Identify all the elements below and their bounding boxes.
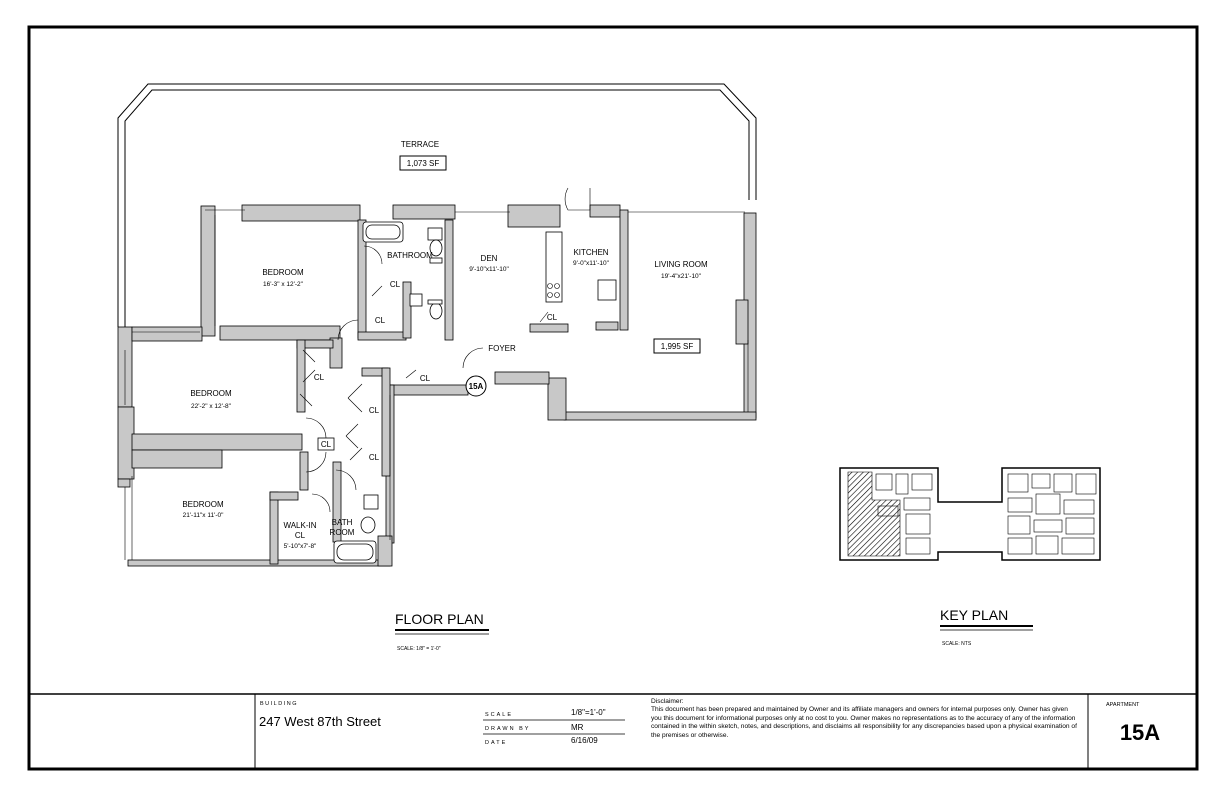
toilet-icon xyxy=(429,239,443,257)
date-value: 6/16/09 xyxy=(571,736,598,745)
drawn-by-value: MR xyxy=(571,723,584,732)
kitchen-label: KITCHEN xyxy=(573,248,608,257)
interior-area: 1,995 SF xyxy=(661,342,694,351)
door-swings xyxy=(299,187,591,513)
room-labels: BEDROOM 16'-3" x 12'-2" BATHROOM DEN 9'-… xyxy=(182,248,708,550)
walkin-label-1: WALK-IN xyxy=(283,521,316,530)
closet-label: CL xyxy=(369,453,380,462)
unit-tag: 15A xyxy=(469,382,484,391)
fixtures xyxy=(317,221,617,564)
bathroom-label: BATHROOM xyxy=(387,251,433,260)
floor-plan-scale: SCALE: 1/8" = 1'-0" xyxy=(397,646,441,652)
title-block: BUILDING 247 West 87th Street SCALE 1/8"… xyxy=(29,693,1197,769)
bedroom3-dims: 21'-11"x 11'-0" xyxy=(183,512,225,519)
bedroom3-label: BEDROOM xyxy=(182,500,224,509)
floor-plan-title: FLOOR PLAN xyxy=(395,611,484,627)
terrace-outline xyxy=(117,83,757,327)
den-label: DEN xyxy=(481,254,498,263)
refrigerator-icon xyxy=(597,279,617,301)
building-label: BUILDING xyxy=(260,701,298,707)
closet-labels: CL CL CL CL CL CL CL CL xyxy=(314,280,558,462)
closet-label: CL xyxy=(420,374,431,383)
living-room-label: LIVING ROOM xyxy=(654,260,708,269)
scale-value: 1/8"=1'-0" xyxy=(571,708,606,717)
key-plan-unit-highlight xyxy=(847,471,901,557)
closet-label: CL xyxy=(390,280,401,289)
key-plan-title: KEY PLAN xyxy=(940,607,1008,623)
bedroom1-label: BEDROOM xyxy=(262,268,304,277)
living-room-dims: 19'-4"x21'-10" xyxy=(661,273,702,280)
date-label: DATE xyxy=(485,740,507,746)
drawn-by-label: DRAWN BY xyxy=(485,726,530,732)
bath2-label-2: ROOM xyxy=(330,528,355,537)
walkin-dims: 5'-10"x7'-8" xyxy=(284,543,317,550)
disclaimer: Disclaimer: This document has been prepa… xyxy=(651,698,1079,740)
key-plan-drawing xyxy=(839,467,1101,561)
apartment-value: 15A xyxy=(1120,720,1160,745)
closet-label: CL xyxy=(375,316,386,325)
closet-label: CL xyxy=(321,440,332,449)
foyer-label: FOYER xyxy=(488,344,516,353)
disclaimer-title: Disclaimer: xyxy=(651,698,684,705)
key-plan-scale: SCALE: NTS xyxy=(942,641,972,647)
interior-area-box xyxy=(653,338,701,354)
closet-label: CL xyxy=(369,406,380,415)
bedroom2-label: BEDROOM xyxy=(190,389,232,398)
walkin-label-2: CL xyxy=(295,531,306,540)
bath2-label-1: BATH xyxy=(332,518,353,527)
bedroom2-dims: 22'-2" x 12'-8" xyxy=(191,403,232,410)
terrace-area-box xyxy=(399,155,447,171)
terrace-area: 1,073 SF xyxy=(407,159,440,168)
terrace-label: TERRACE xyxy=(401,140,439,149)
key-plan-outline xyxy=(839,467,1101,561)
sheet-border xyxy=(27,25,1199,771)
apartment-label: APARTMENT xyxy=(1106,702,1140,708)
building-value: 247 West 87th Street xyxy=(259,714,381,729)
unit-tag-circle xyxy=(465,375,487,397)
disclaimer-text: This document has been prepared and main… xyxy=(651,706,1077,739)
den-dims: 9'-10"x11'-10" xyxy=(469,266,509,273)
kitchen-dims: 9'-0"x11'-10" xyxy=(573,260,610,267)
closet-label: CL xyxy=(547,313,558,322)
scale-label: SCALE xyxy=(485,712,513,718)
bedroom1-dims: 16'-3" x 12'-2" xyxy=(263,281,304,288)
closet-label: CL xyxy=(314,373,325,382)
window-lines xyxy=(124,209,749,560)
floor-plan-drawing: TERRACE 1,073 SF xyxy=(117,83,757,567)
sink-icon xyxy=(427,227,443,241)
stove-icon xyxy=(545,231,563,303)
